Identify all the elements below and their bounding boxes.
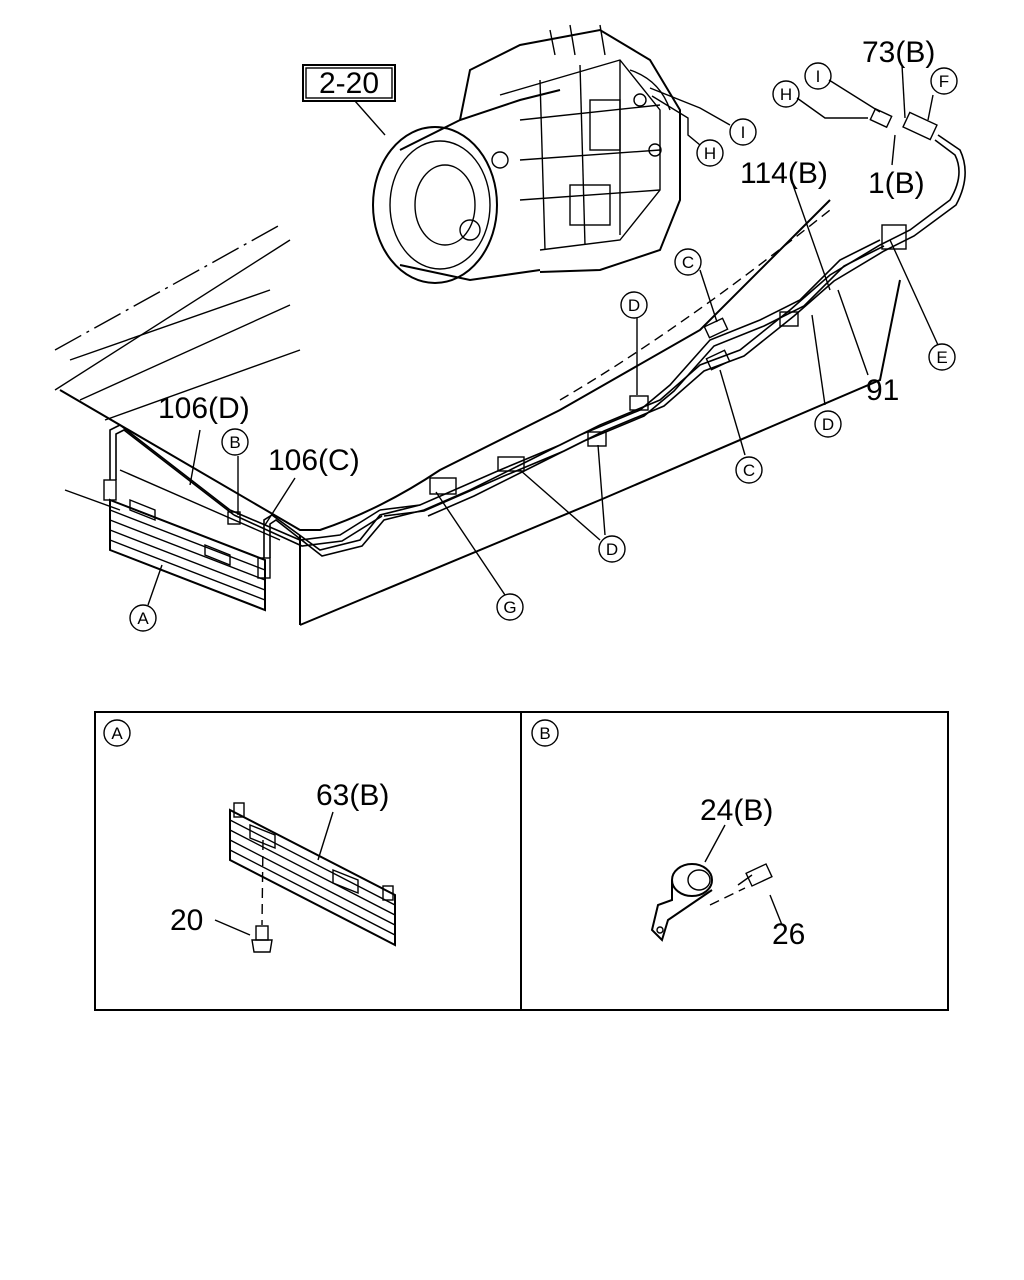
svg-text:G: G	[503, 598, 516, 617]
callout-c-bottom[interactable]: C	[735, 456, 763, 484]
part-labels: 73(B) 114(B) 1(B) 91 106(D) 106(C)	[158, 36, 935, 477]
label-26: 26	[772, 918, 805, 951]
svg-text:C: C	[743, 461, 755, 480]
transmission-assembly	[372, 24, 731, 284]
reference-box[interactable]: 2-20	[302, 64, 396, 136]
detail-panel-b: B 24(B) 26	[531, 719, 805, 951]
callout-h-trans[interactable]: H	[696, 139, 724, 167]
detail-panels: A 63(B) 20 B	[94, 711, 949, 1011]
label-114b: 114(B)	[740, 157, 828, 190]
callout-g[interactable]: G	[496, 593, 524, 621]
label-106c: 106(C)	[268, 444, 360, 477]
svg-text:D: D	[606, 540, 618, 559]
label-106d: 106(D)	[158, 392, 250, 425]
svg-text:F: F	[939, 72, 949, 91]
svg-text:I: I	[741, 123, 746, 142]
reference-box-label: 2-20	[319, 67, 379, 100]
svg-text:E: E	[936, 348, 947, 367]
svg-text:A: A	[137, 609, 149, 628]
callout-i-trans[interactable]: I	[729, 118, 757, 146]
label-20: 20	[170, 904, 203, 937]
callout-d-right[interactable]: D	[814, 410, 842, 438]
svg-text:C: C	[682, 253, 694, 272]
svg-text:B: B	[229, 433, 240, 452]
label-73b: 73(B)	[862, 36, 935, 69]
svg-text:D: D	[822, 415, 834, 434]
label-63b: 63(B)	[316, 779, 389, 812]
oil-cooler	[103, 424, 425, 612]
svg-text:H: H	[704, 144, 716, 163]
svg-text:B: B	[539, 724, 550, 743]
callout-h-top[interactable]: H	[772, 80, 800, 108]
svg-text:A: A	[111, 724, 123, 743]
svg-text:I: I	[816, 67, 821, 86]
detail-panel-a: A 63(B) 20	[103, 719, 396, 953]
callout-d-lower[interactable]: D	[598, 535, 626, 563]
panel-a-letter: A	[103, 719, 131, 747]
label-91: 91	[866, 374, 899, 407]
svg-text:D: D	[628, 296, 640, 315]
callout-e[interactable]: E	[928, 343, 956, 371]
svg-text:H: H	[780, 85, 792, 104]
label-24b: 24(B)	[700, 794, 773, 827]
callout-i-top[interactable]: I	[804, 62, 832, 90]
callouts: I H F I H C D E D C B D G A	[129, 62, 958, 632]
callout-b-main[interactable]: B	[221, 428, 249, 456]
label-1b: 1(B)	[868, 167, 925, 200]
callout-d-upper[interactable]: D	[620, 291, 648, 319]
callout-f[interactable]: F	[930, 67, 958, 95]
panel-b-letter: B	[531, 719, 559, 747]
oil-line-route	[147, 64, 966, 606]
callout-a-main[interactable]: A	[129, 604, 157, 632]
callout-c-top[interactable]: C	[674, 248, 702, 276]
